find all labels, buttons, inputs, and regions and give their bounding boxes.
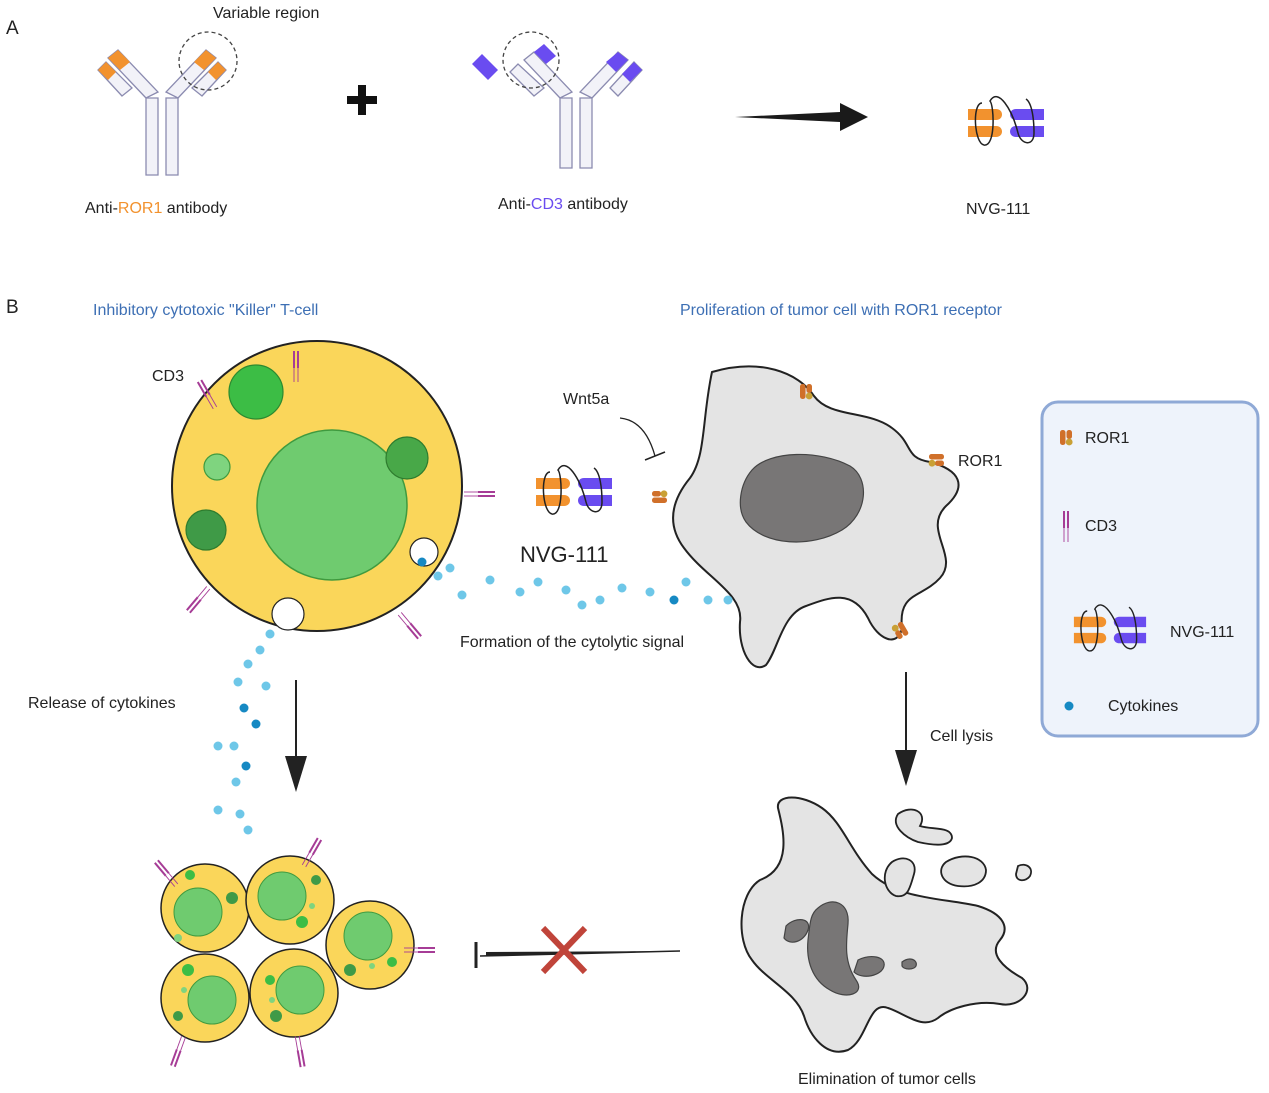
- tcell-cluster: [160, 855, 415, 1043]
- cytokine-dots: [213, 557, 733, 835]
- elimination-label: Elimination of tumor cells: [798, 1071, 976, 1088]
- arrow-right-icon: [735, 103, 868, 131]
- cell-lysis-label: Cell lysis: [930, 728, 993, 745]
- cytolytic-signal-label: Formation of the cytolytic signal: [460, 634, 684, 651]
- nvg111-product-icon: [967, 95, 1045, 146]
- nvg111-bridge-icon: [535, 464, 613, 515]
- nvg111-product-label: NVG-111: [966, 201, 1030, 218]
- killer-tcell: [171, 340, 463, 632]
- cd3-label: CD3: [152, 368, 184, 385]
- cd3-antibody: [472, 31, 643, 169]
- arrow-down-right-icon: [895, 672, 917, 786]
- tcell-title: Inhibitory cytotoxic "Killer" T-cell: [93, 302, 318, 319]
- ror1-bridge-receptor: [652, 490, 668, 503]
- arrow-down-left-icon: [285, 680, 307, 792]
- wnt5a-label: Wnt5a: [563, 391, 609, 408]
- legend-nvg111-label: NVG-111: [1170, 624, 1234, 641]
- variable-region-label: Variable region: [213, 5, 319, 22]
- ror1-antibody: [97, 31, 238, 176]
- panel-a-letter: A: [6, 18, 19, 39]
- ror1-antibody-label: Anti-ROR1 antibody: [85, 200, 227, 217]
- legend-cytokines-label: Cytokines: [1108, 698, 1178, 715]
- lysed-tumor-cell: [740, 796, 1032, 1053]
- panel-b-letter: B: [6, 297, 19, 318]
- tumor-cell: [672, 365, 960, 669]
- plus-icon: [347, 85, 377, 115]
- ror1-label: ROR1: [958, 453, 1003, 470]
- legend-box: ROR1 CD3 NVG-111 Cytokines: [1040, 400, 1260, 738]
- legend-cd3-label: CD3: [1085, 518, 1117, 535]
- wnt5a-inhibition-icon: [619, 417, 666, 461]
- blocked-inhibition-icon: [474, 925, 681, 975]
- legend-cytokine-icon: [1064, 701, 1074, 711]
- legend-ror1-label: ROR1: [1085, 430, 1130, 447]
- cd3-antibody-label: Anti-CD3 antibody: [498, 196, 628, 213]
- nvg111-bridge-label: NVG-111: [520, 542, 608, 567]
- release-cytokines-label: Release of cytokines: [28, 695, 176, 712]
- tumor-title: Proliferation of tumor cell with ROR1 re…: [680, 302, 1003, 319]
